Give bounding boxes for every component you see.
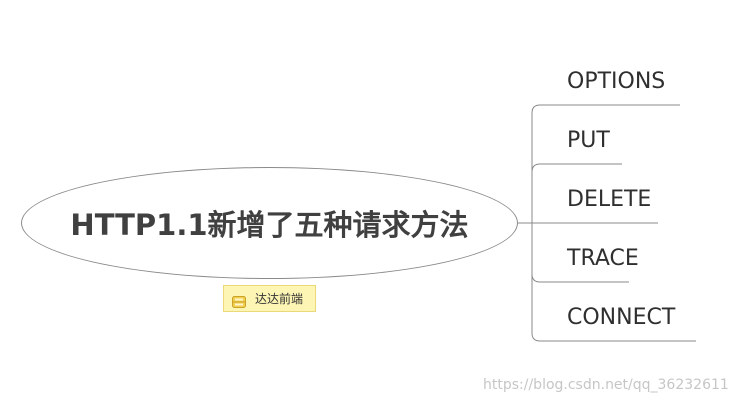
branch-connector-options: [531, 104, 680, 223]
branch-connect[interactable]: CONNECT: [567, 305, 676, 330]
central-topic-title[interactable]: HTTP1.1新增了五种请求方法: [70, 208, 469, 242]
branch-trace[interactable]: TRACE: [567, 246, 639, 271]
branch-options[interactable]: OPTIONS: [567, 69, 666, 94]
branch-connector-connect: [531, 223, 696, 342]
note-icon: [232, 293, 246, 308]
branch-delete[interactable]: DELETE: [567, 187, 652, 212]
watermark-text: https://blog.csdn.net/qq_36232611: [483, 377, 729, 393]
branch-put[interactable]: PUT: [567, 128, 610, 153]
note-badge[interactable]: 达达前端: [223, 285, 316, 312]
branch-connector-put: [531, 163, 622, 223]
central-topic-node[interactable]: [21, 167, 518, 279]
note-label: 达达前端: [255, 292, 304, 306]
